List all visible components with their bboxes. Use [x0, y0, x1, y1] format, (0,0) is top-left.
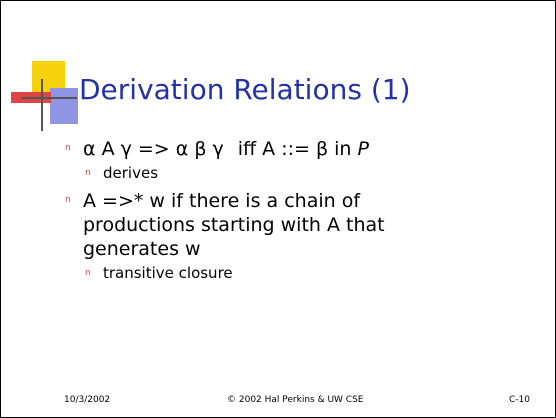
bullet-text-line: productions starting with A that — [83, 214, 385, 236]
bullet-marker-icon: n — [65, 195, 71, 205]
bullet-item: n α A γ => α β γ iff A ::= β in P — [65, 137, 535, 161]
bullet-text: α A γ => α β γ — [83, 138, 224, 160]
bullet-item: n A =>* w if there is a chain of product… — [65, 189, 535, 261]
bullet-text: iff A ::= β in — [237, 138, 358, 160]
bullet-marker-icon: n — [65, 143, 71, 153]
bullet-text-line: A =>* w if there is a chain of — [83, 190, 361, 212]
bullet-marker-icon: n — [85, 268, 91, 278]
sub-bullet-text: derives — [103, 164, 159, 182]
sub-bullet-item: n derives — [65, 163, 535, 183]
footer-copyright: © 2002 Hal Perkins & UW CSE — [227, 395, 364, 405]
bullet-text-line: generates w — [83, 238, 201, 260]
bullet-text-italic: P — [357, 138, 369, 160]
logo-squares-icon — [1, 1, 91, 141]
sub-bullet-item: n transitive closure — [65, 263, 535, 283]
slide-content: n α A γ => α β γ iff A ::= β in P n deriv… — [65, 137, 535, 283]
logo-blue-square — [50, 88, 78, 124]
slide-title: Derivation Relations (1) — [79, 73, 411, 106]
footer-slide-number: C-10 — [509, 395, 530, 405]
logo-vertical-line — [41, 79, 43, 131]
sub-bullet-text: transitive closure — [103, 264, 233, 282]
footer-date: 10/3/2002 — [64, 395, 111, 405]
bullet-marker-icon: n — [85, 168, 91, 178]
logo-horizontal-line — [21, 97, 77, 99]
